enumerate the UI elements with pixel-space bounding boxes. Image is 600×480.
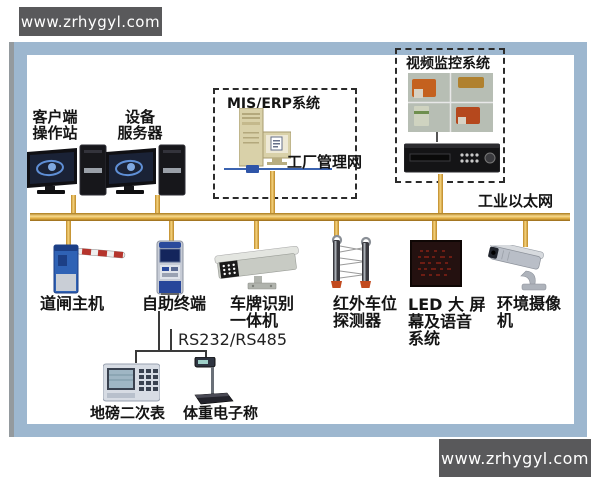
lpr-camera-illustration: [214, 246, 299, 290]
watermark-banner-top: www.zrhygyl.com: [19, 7, 162, 36]
drop-kiosk: [169, 221, 174, 241]
electronic-scale-illustration: [194, 357, 234, 405]
dvr-antenna: [436, 132, 438, 142]
device-server-computer-illustration: [106, 144, 186, 196]
serial-wire-kiosk-1: [158, 311, 160, 351]
device-server-label: 设备 服务器: [117, 108, 163, 142]
weigh-indicator-label: 地磅二次表: [90, 404, 166, 422]
ir-detector-label: 红外车位 探测器: [333, 294, 398, 330]
self-service-kiosk-label: 自助终端: [142, 294, 207, 313]
barrier-gate-illustration: [53, 244, 126, 294]
drop-mis-erp: [270, 171, 275, 213]
factory-network-label: 工厂管理网: [287, 153, 363, 171]
factory-network-line: [224, 168, 332, 170]
panel-left-shadow: [9, 42, 15, 437]
env-camera-illustration: [488, 245, 547, 291]
led-screen-label: LED 大 屏 幕及语音 系统: [408, 295, 486, 348]
watermark-url-bottom: www.zrhygyl.com: [440, 448, 589, 468]
dvr-illustration: [404, 143, 500, 173]
serial-wire-to-scale: [205, 350, 207, 359]
drop-ir-detector: [334, 221, 339, 237]
weigh-indicator-illustration: [103, 363, 160, 402]
serial-wire-horizontal: [135, 350, 207, 352]
cctv-quad-view-illustration: [408, 73, 493, 132]
drop-barrier-gate: [66, 221, 71, 245]
watermark-banner-bottom: www.zrhygyl.com: [439, 439, 591, 477]
industrial-ethernet-bus: [30, 213, 570, 221]
led-screen-illustration: [410, 240, 462, 287]
ir-detector-illustration: [331, 234, 372, 288]
drop-env-camera: [523, 221, 528, 247]
drop-lpr-camera: [254, 221, 259, 249]
mis-server-illustration: [239, 108, 291, 167]
drop-device-server: [155, 195, 160, 213]
watermark-url-top: www.zrhygyl.com: [20, 12, 161, 31]
drop-video-system: [438, 174, 443, 213]
electronic-scale-label: 体重电子称: [183, 404, 259, 422]
factory-network-hub: [246, 165, 259, 173]
mis-erp-system-box: [213, 88, 357, 199]
serial-protocol-label: RS232/RS485: [178, 330, 288, 349]
video-surveillance-title: 视频监控系统: [406, 56, 490, 72]
client-station-label: 客户端 操作站: [32, 108, 78, 142]
industrial-ethernet-label: 工业以太网: [478, 192, 554, 210]
drop-client-station: [71, 195, 76, 213]
drop-led-screen: [432, 221, 437, 241]
barrier-gate-label: 道闸主机: [40, 294, 105, 313]
serial-wire-to-indicator: [135, 350, 137, 363]
env-camera-label: 环境摄像 机: [497, 294, 562, 330]
serial-wire-kiosk-2: [170, 329, 172, 351]
self-service-kiosk-illustration: [156, 240, 184, 295]
video-surveillance-box: [395, 48, 505, 183]
client-station-computer-illustration: [27, 144, 107, 196]
lpr-camera-label: 车牌识别 一体机: [230, 294, 295, 330]
